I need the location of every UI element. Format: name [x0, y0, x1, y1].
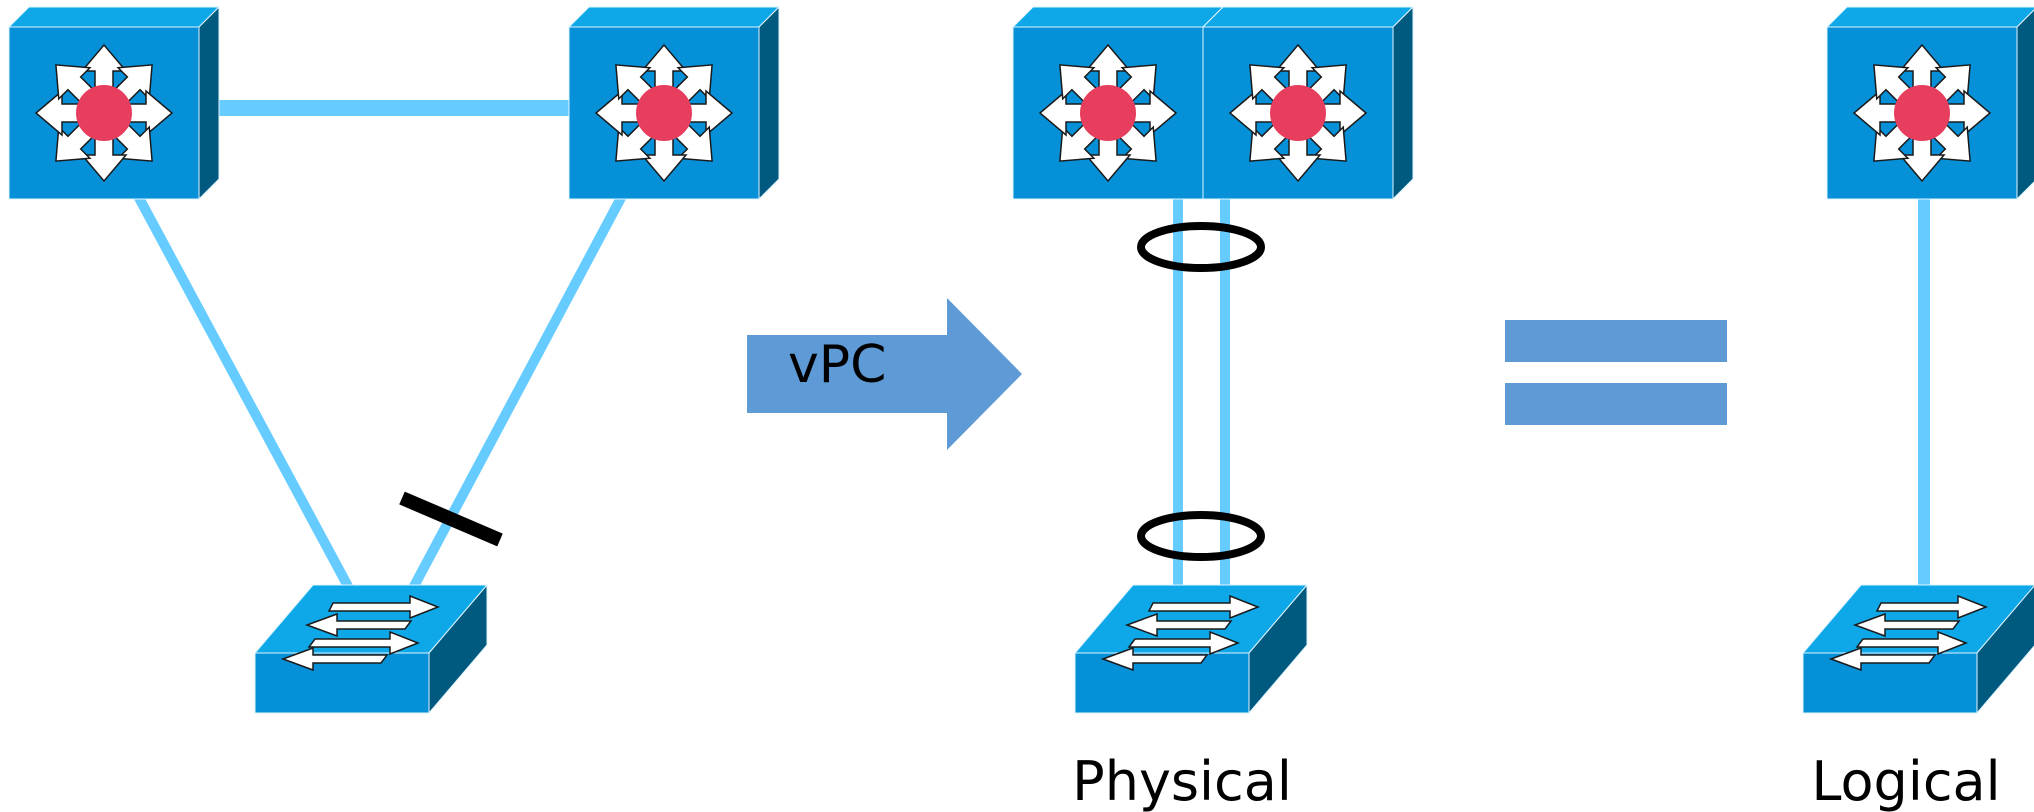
vpc-peer-switch-2 — [1202, 6, 1414, 200]
equals-bar-bottom — [1505, 383, 1727, 425]
access-switch-logical — [1802, 584, 2034, 714]
equals-sign — [1505, 320, 1727, 425]
vpc-peer-switch-1 — [1012, 6, 1224, 200]
core-switch-1 — [8, 6, 220, 200]
caption-logical: Logical — [1811, 750, 2000, 812]
core-switch-2 — [568, 6, 780, 200]
access-switch-stp — [254, 584, 488, 714]
link-core1-access — [133, 193, 355, 593]
link-core2-access-blocked — [407, 193, 627, 593]
caption-physical: Physical — [1072, 750, 1292, 812]
vpc-arrow-shape — [747, 298, 1022, 450]
physical-topology: Physical — [1012, 6, 1414, 812]
equals-bar-top — [1505, 320, 1727, 362]
port-channel-ellipse-bottom — [1137, 511, 1265, 561]
stp-topology — [8, 6, 780, 714]
logical-topology: Logical — [1802, 6, 2034, 812]
logical-core-switch — [1826, 6, 2034, 200]
vpc-arrow: vPC — [747, 298, 1022, 450]
access-switch-physical — [1074, 584, 1308, 714]
port-channel-ellipse-top — [1137, 222, 1265, 272]
vpc-arrow-label: vPC — [788, 335, 886, 395]
stp-blocked-port-mark — [399, 491, 503, 547]
